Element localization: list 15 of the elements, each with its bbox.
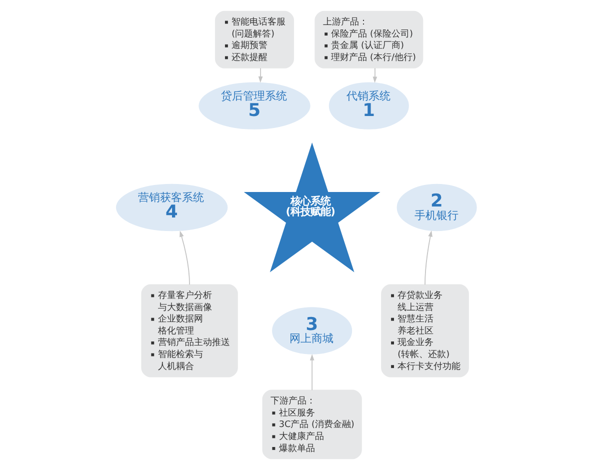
node-ellipse: 营销获客系统 4 — [114, 182, 230, 234]
arrow — [180, 230, 190, 286]
node-box: 智能电话客服(问题解答) 逾期预警 还款提醒 — [215, 10, 294, 68]
node-box: 下游产品： 社区服务 3C产品 (消费金融) 大健康产品 爆款单品 — [262, 390, 362, 460]
node-box: 上游产品： 保险产品 (保险公司) 贵金属 (认证厂商) 理财产品 (本行/他行) — [314, 10, 424, 68]
arrow — [310, 354, 314, 391]
node-ellipse: 代销系统 1 — [326, 80, 412, 132]
node-ellipse: 3 网上商城 — [270, 304, 354, 357]
arrow — [258, 68, 263, 83]
node-box: 存贷款业务线上运营 智慧生活养老社区 现金业务(转帐、还款) 本行卡支付功能 — [381, 284, 469, 378]
arrow — [372, 68, 378, 83]
arrow — [424, 230, 432, 286]
node-ellipse: 贷后管理系统 5 — [196, 80, 313, 132]
node-ellipse: 2 手机银行 — [394, 182, 480, 234]
node-box: 存量客户分析与大数据画像 企业数据网格化管理 营销产品主动推送 智能检索与人机耦合 — [141, 284, 238, 378]
